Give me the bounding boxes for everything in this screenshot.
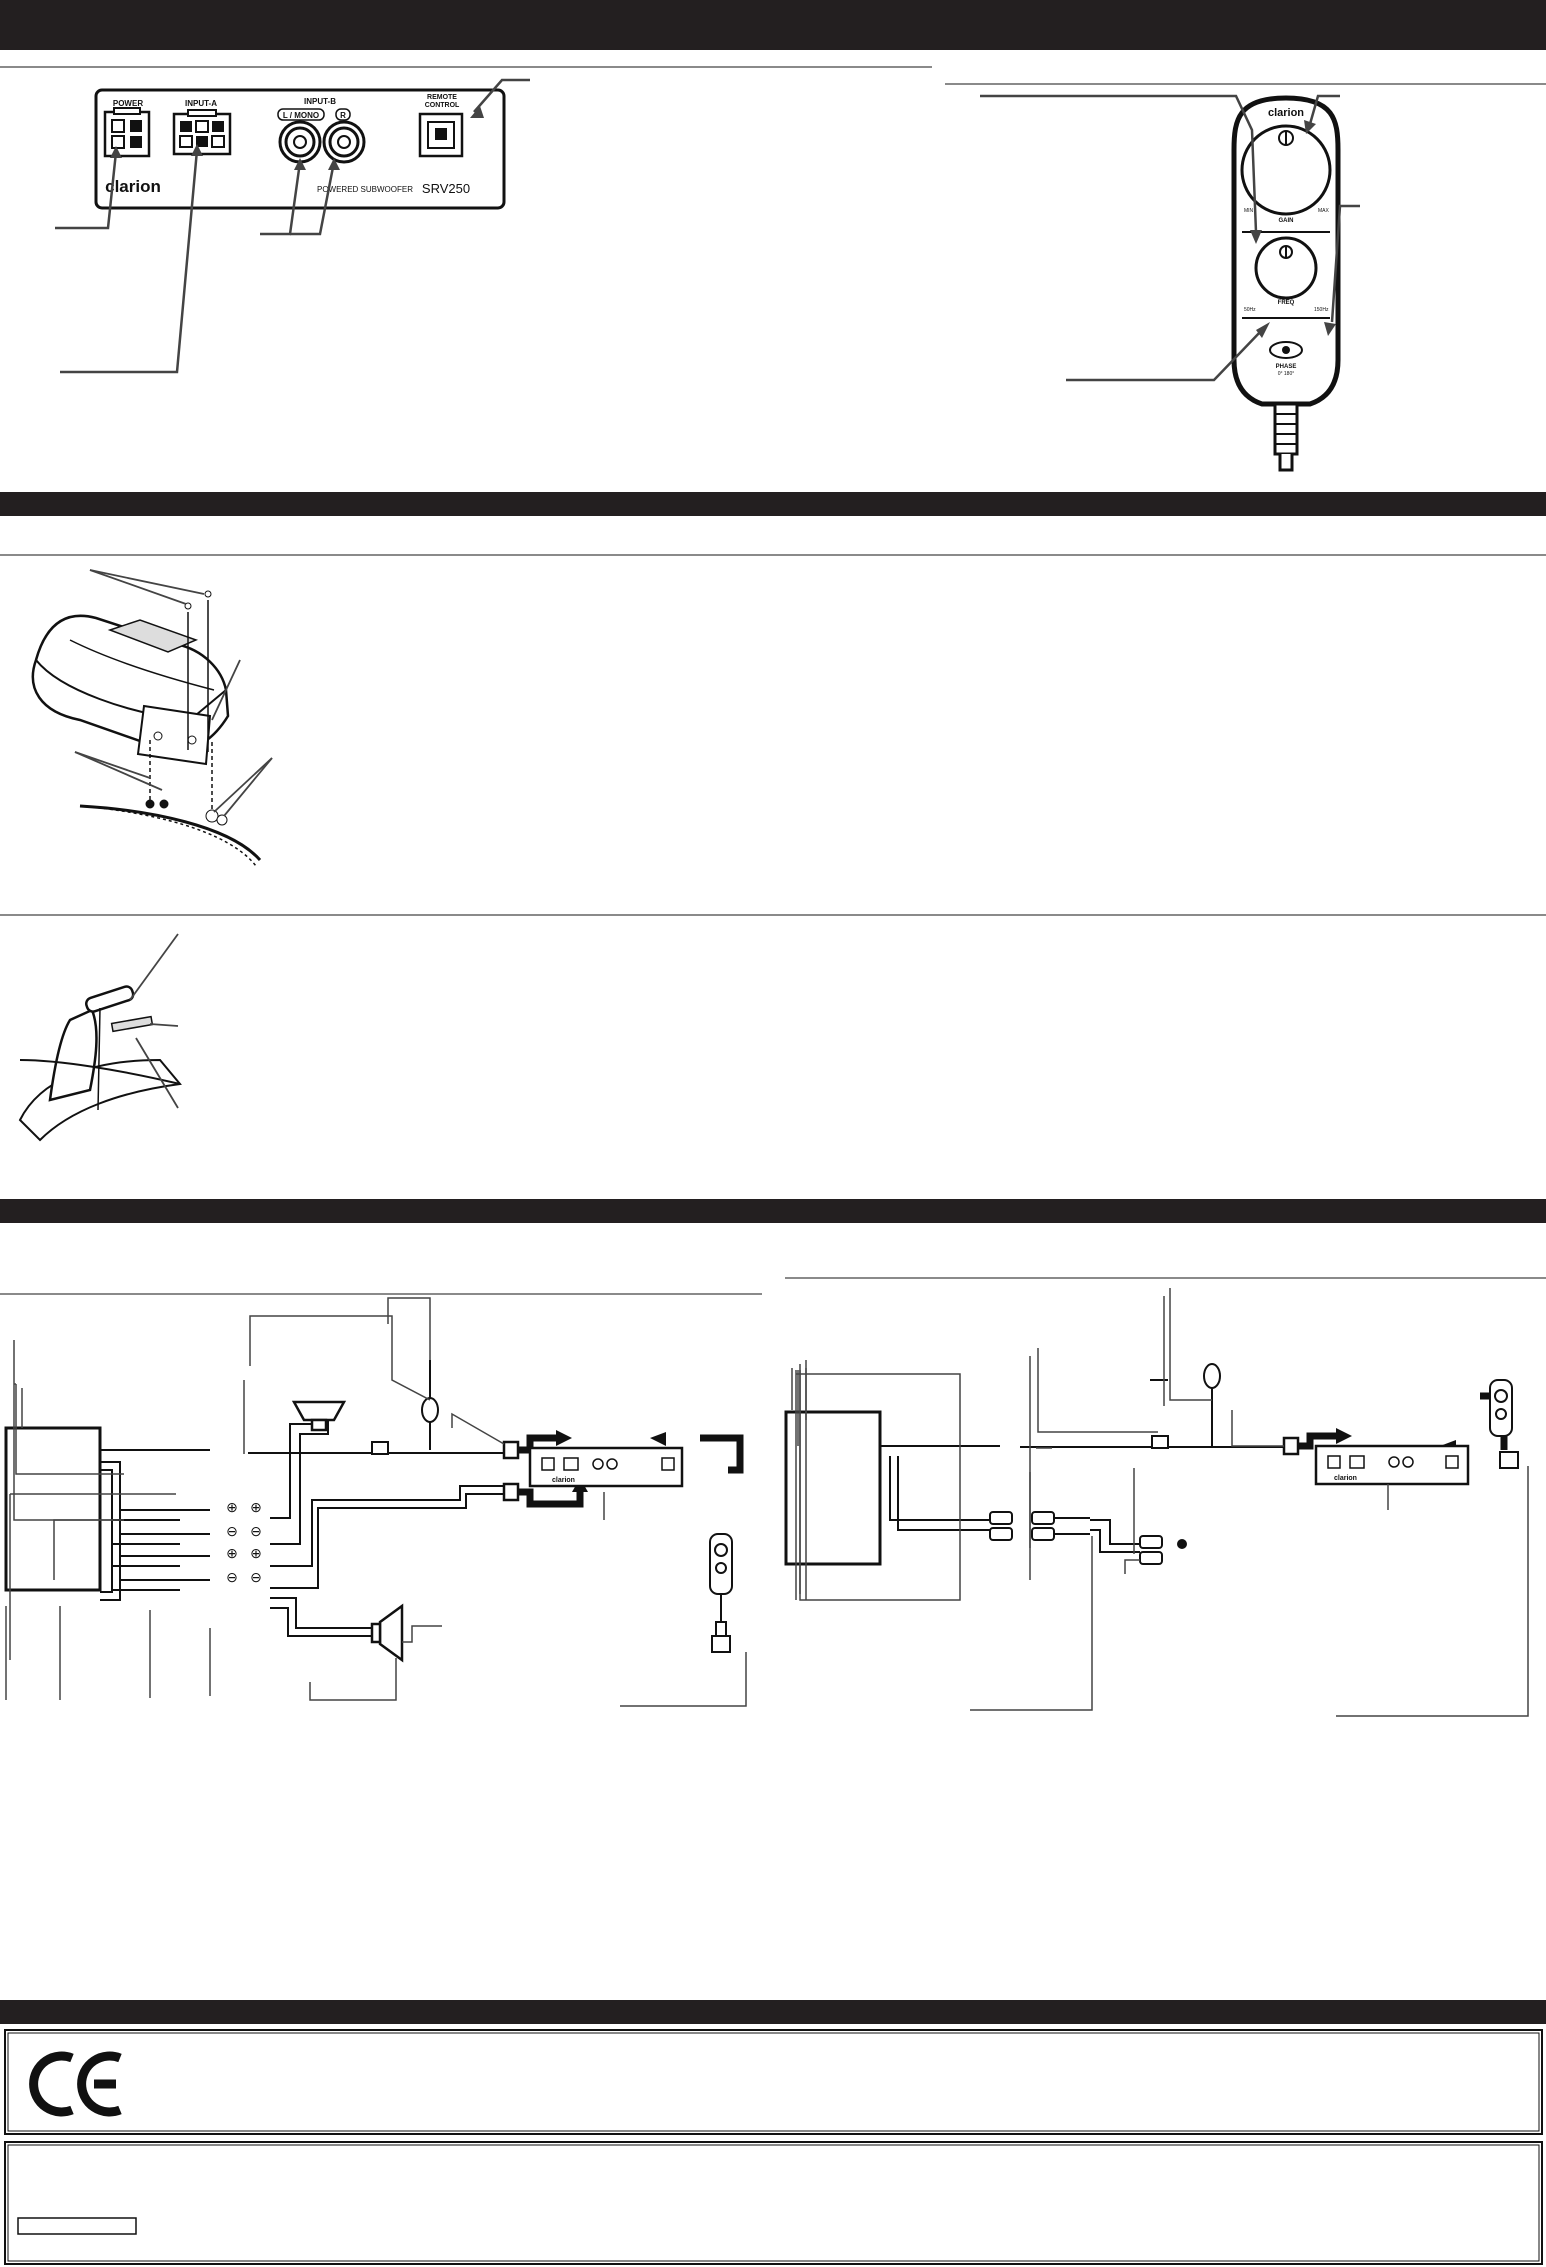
plus-sign-3: ⊕ [250, 1499, 262, 1515]
plus-sign-2: ⊕ [226, 1545, 238, 1561]
remote-leader-arrows [1250, 120, 1336, 338]
plus-sign-4: ⊕ [250, 1545, 262, 1561]
panel-leaders [55, 78, 530, 374]
gain-min: MIN [1244, 208, 1254, 214]
minus-sign-3: ⊖ [250, 1523, 262, 1539]
mini-remote-right [1489, 1379, 1519, 1469]
panel-brand: clarion [105, 177, 161, 196]
rear-speaker [370, 1603, 404, 1663]
panel-leader-arrows [110, 106, 484, 170]
mounting-leaders [74, 569, 273, 817]
ce-mark-icon [29, 2051, 122, 2117]
section-rules [0, 66, 1546, 1295]
phase-switch [1269, 341, 1303, 359]
minus-sign-4: ⊖ [250, 1569, 262, 1585]
amp-unit-right: clarion [1314, 1444, 1470, 1486]
power-plug-right [1282, 1436, 1300, 1456]
remote-controller: clarion MIN MAX GAIN FREQ 50Hz 150Hz PHA… [1231, 95, 1341, 472]
phase-label: PHASE [1276, 364, 1297, 370]
power-label: POWER [113, 99, 143, 108]
connect-arrows-right [1298, 1392, 1508, 1450]
input-a-connector [172, 109, 232, 156]
gain-label: GAIN [1279, 218, 1294, 224]
freq-min: 50Hz [1244, 307, 1256, 313]
rca-jack-left [278, 120, 322, 164]
minus-sign-1: ⊖ [226, 1523, 238, 1539]
console-diagram [18, 985, 182, 1142]
front-speaker [291, 1400, 347, 1432]
wiring-right: clarion [784, 1288, 1529, 1717]
connect-arrows-left [518, 1434, 744, 1508]
amp-brand-right: clarion [1334, 1475, 1357, 1482]
l-mono-label: L / MONO [283, 111, 319, 120]
fuse-holder [371, 1360, 439, 1455]
remote-jack [418, 112, 464, 158]
phase-sub: 0° 180° [1278, 371, 1295, 377]
r-label: R [340, 111, 346, 120]
section-band-4 [0, 2000, 1546, 2024]
head-unit-right [784, 1410, 882, 1566]
bottom-box [4, 2141, 1543, 2265]
amp-brand-left: clarion [552, 1477, 575, 1484]
mini-remote-left [709, 1533, 733, 1653]
ce-box [4, 2029, 1543, 2135]
input-a-label: INPUT-A [185, 99, 217, 108]
remote-cable [1273, 402, 1299, 472]
remote-label-1: REMOTE [427, 94, 457, 101]
rca-jack-right [322, 120, 366, 164]
panel-model: SRV250 [422, 181, 470, 196]
gain-max: MAX [1318, 208, 1330, 214]
freq-max: 150Hz [1314, 307, 1329, 313]
panel-model-caption: POWERED SUBWOOFER [317, 185, 413, 194]
rca-cables [989, 1511, 1187, 1565]
plus-sign-1: ⊕ [226, 1499, 238, 1515]
section-band-3 [0, 1199, 1546, 1223]
power-plug-left [502, 1440, 520, 1460]
mounting-diagram [31, 590, 262, 867]
input-b-label: INPUT-B [304, 97, 336, 106]
wiring-right-leaders [791, 1288, 1529, 1717]
gain-knob [1240, 124, 1332, 216]
remote-label-2: CONTROL [425, 102, 460, 109]
rear-panel: POWER INPUT-A INPUT-B L / MONO R [94, 88, 506, 210]
console-leaders [129, 933, 179, 1109]
freq-label: FREQ [1278, 300, 1295, 306]
freq-knob [1254, 236, 1318, 300]
section-band-1 [0, 0, 1546, 50]
power-connector [103, 107, 151, 158]
part-number-box [17, 2217, 137, 2235]
wiring-left: ⊕ ⊖ ⊕ ⊖ ⊕ ⊖ ⊕ ⊖ [4, 1297, 747, 1707]
section-band-2 [0, 492, 1546, 516]
wiring-left-leaders [5, 1297, 747, 1707]
remote-leaders [980, 94, 1360, 382]
fuse-holder-right [1151, 1363, 1221, 1449]
remote-brand: clarion [1268, 107, 1304, 119]
head-unit-left [4, 1426, 102, 1592]
minus-sign-2: ⊖ [226, 1569, 238, 1585]
input-plug-left [502, 1482, 520, 1502]
amp-unit-left: clarion [528, 1446, 684, 1488]
